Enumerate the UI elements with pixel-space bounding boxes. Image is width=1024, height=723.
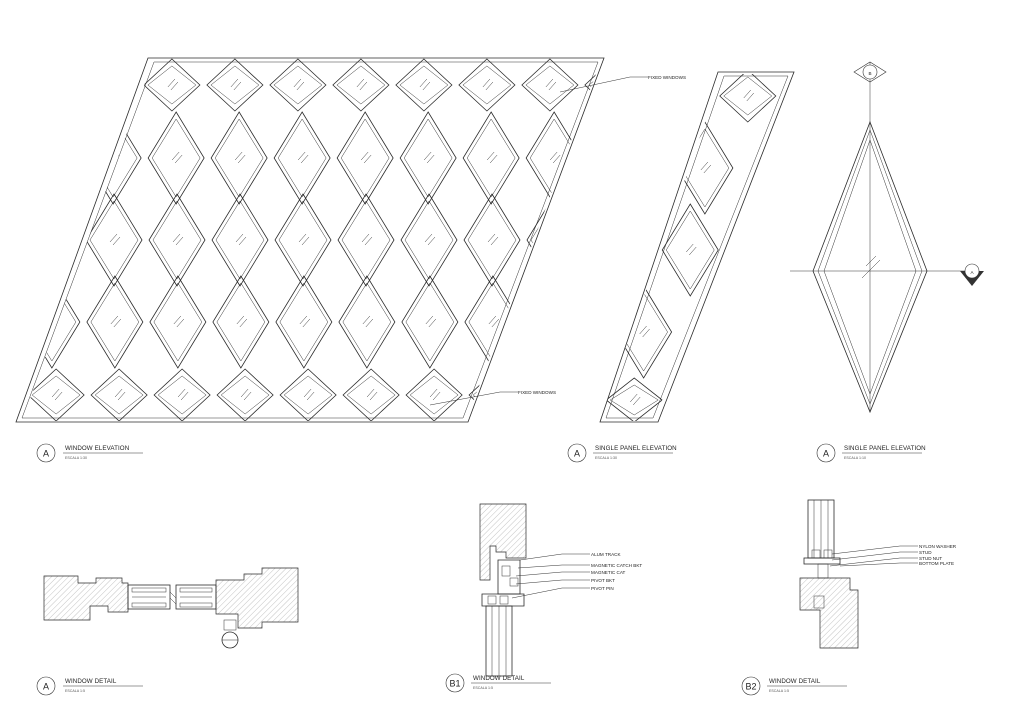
glazing-panel [90,368,148,421]
glazing-panel [279,368,337,421]
fixed-windows-callout-bottom: FIXED WINDOWS [429,390,556,406]
glazing-panel [274,193,332,287]
svg-text:NYLON WASHER: NYLON WASHER [919,544,957,549]
glazing-panel [458,58,516,112]
glazing-panel [527,275,585,369]
glazing-panel [661,203,719,297]
title-single-panel-elevation-1: A SINGLE PANEL ELEVATION ESCALA 1:30 [567,443,677,463]
svg-text:ESCALA 1:5: ESCALA 1:5 [65,689,85,693]
svg-text:PIVOT BKT: PIVOT BKT [591,578,615,583]
glazing-panel [342,368,400,421]
svg-text:WINDOW DETAIL: WINDOW DETAIL [473,675,525,682]
svg-text:ESCALA 1:30: ESCALA 1:30 [595,456,617,460]
glazing-panel [463,193,521,287]
glazing-panel [615,285,673,379]
glazing-panel [275,275,333,369]
glazing-panel [269,58,327,112]
title-window-elevation: A WINDOW ELEVATION ESCALA 1:30 [36,443,143,463]
glazing-panel [395,58,453,112]
glazing-panel [80,58,138,112]
glazing-panel [589,193,602,287]
svg-text:SINGLE PANEL ELEVATION: SINGLE PANEL ELEVATION [595,445,677,452]
glazing-panel [531,368,589,421]
glazing-panel [211,193,269,287]
title-window-detail-b1: B1 WINDOW DETAIL ESCALA 1:5 [445,673,551,693]
svg-text:ESCALA 1:30: ESCALA 1:30 [65,456,87,460]
glazing-panel [719,74,777,123]
glazing-panel [588,111,602,205]
svg-text:STUD: STUD [919,550,932,555]
svg-text:B: B [868,71,871,76]
glazing-panel [462,111,520,205]
svg-text:ESCALA 1:5: ESCALA 1:5 [473,686,493,690]
glazing-panel [27,368,85,421]
glazing-panel [143,58,201,112]
glazing-panel [590,275,602,369]
glazing-panel [0,369,21,421]
section-marker-b: B [853,61,887,83]
svg-text:PIVOT PIN: PIVOT PIN [591,586,614,591]
svg-text:WINDOW DETAIL: WINDOW DETAIL [769,678,821,685]
glazing-panel [338,275,396,369]
glazing-panel [605,377,663,421]
glazing-panel [468,368,526,421]
svg-text:A: A [574,449,580,459]
svg-text:ESCALA 1:10: ESCALA 1:10 [844,456,866,460]
title-single-panel-elevation-2: A SINGLE PANEL ELEVATION ESCALA 1:10 [816,443,926,463]
glazing-panel [526,193,584,287]
svg-text:A: A [43,682,49,692]
glazing-panel [212,275,270,369]
svg-text:WINDOW DETAIL: WINDOW DETAIL [65,678,117,685]
window-detail-b1-drawing: ALUM TRACK MAGNETIC CATCH BKT MAGNETIC C… [479,503,642,677]
svg-text:ALUM TRACK: ALUM TRACK [591,552,621,557]
window-elevation-drawing [0,57,704,423]
single-panel-elevation-slanted [599,71,795,423]
glazing-panel [84,111,142,205]
svg-text:A: A [970,270,974,275]
glazing-panel [273,111,331,205]
svg-text:SINGLE PANEL ELEVATION: SINGLE PANEL ELEVATION [844,445,926,452]
glazing-panel [648,59,704,111]
glazing-panel [216,368,274,421]
svg-text:A: A [823,449,829,459]
glazing-panel [147,111,205,205]
glazing-panel [210,111,268,205]
glazing-panel [400,193,458,287]
glazing-panel [206,58,264,112]
glazing-panel [521,58,579,112]
svg-text:STUD NUT: STUD NUT [919,556,942,561]
section-marker-a: A [960,263,984,286]
svg-text:BOTTOM PLATE: BOTTOM PLATE [919,561,954,566]
glazing-panel [399,111,457,205]
window-detail-a-drawing [43,567,299,649]
glazing-panel [405,368,463,421]
svg-text:A: A [43,449,49,459]
single-panel-elevation-diamond: B A [790,61,984,414]
glazing-panel [336,111,394,205]
svg-text:ESCALA 1:5: ESCALA 1:5 [769,689,789,693]
glazing-panel [464,275,522,369]
svg-text:B2: B2 [745,682,756,692]
b1-callouts: ALUM TRACK MAGNETIC CATCH BKT MAGNETIC C… [511,552,642,599]
svg-text:MAGNETIC CAT: MAGNETIC CAT [591,570,626,575]
glazing-panel [337,193,395,287]
window-detail-b2-drawing: NYLON WASHER STUD STUD NUT BOTTOM PLATE [799,499,957,649]
glazing-panel [401,275,459,369]
glazing-panel [148,193,206,287]
glazing-panel [149,275,207,369]
glazing-panel [153,368,211,421]
svg-text:WINDOW ELEVATION: WINDOW ELEVATION [65,445,129,452]
title-window-detail-a: A WINDOW DETAIL ESCALA 1:5 [36,676,143,696]
glazing-panel [85,193,143,287]
title-window-detail-b2: B2 WINDOW DETAIL ESCALA 1:5 [741,676,847,696]
svg-text:B1: B1 [449,679,460,689]
glazing-panel [86,275,144,369]
svg-text:FIXED WINDOWS: FIXED WINDOWS [518,390,556,395]
glazing-panel [332,58,390,112]
svg-text:FIXED WINDOWS: FIXED WINDOWS [648,75,686,80]
svg-text:MAGNETIC CATCH BKT: MAGNETIC CATCH BKT [591,563,642,568]
fixed-windows-callout-top: FIXED WINDOWS [559,75,686,93]
b2-callouts: NYLON WASHER STUD STUD NUT BOTTOM PLATE [829,544,957,567]
